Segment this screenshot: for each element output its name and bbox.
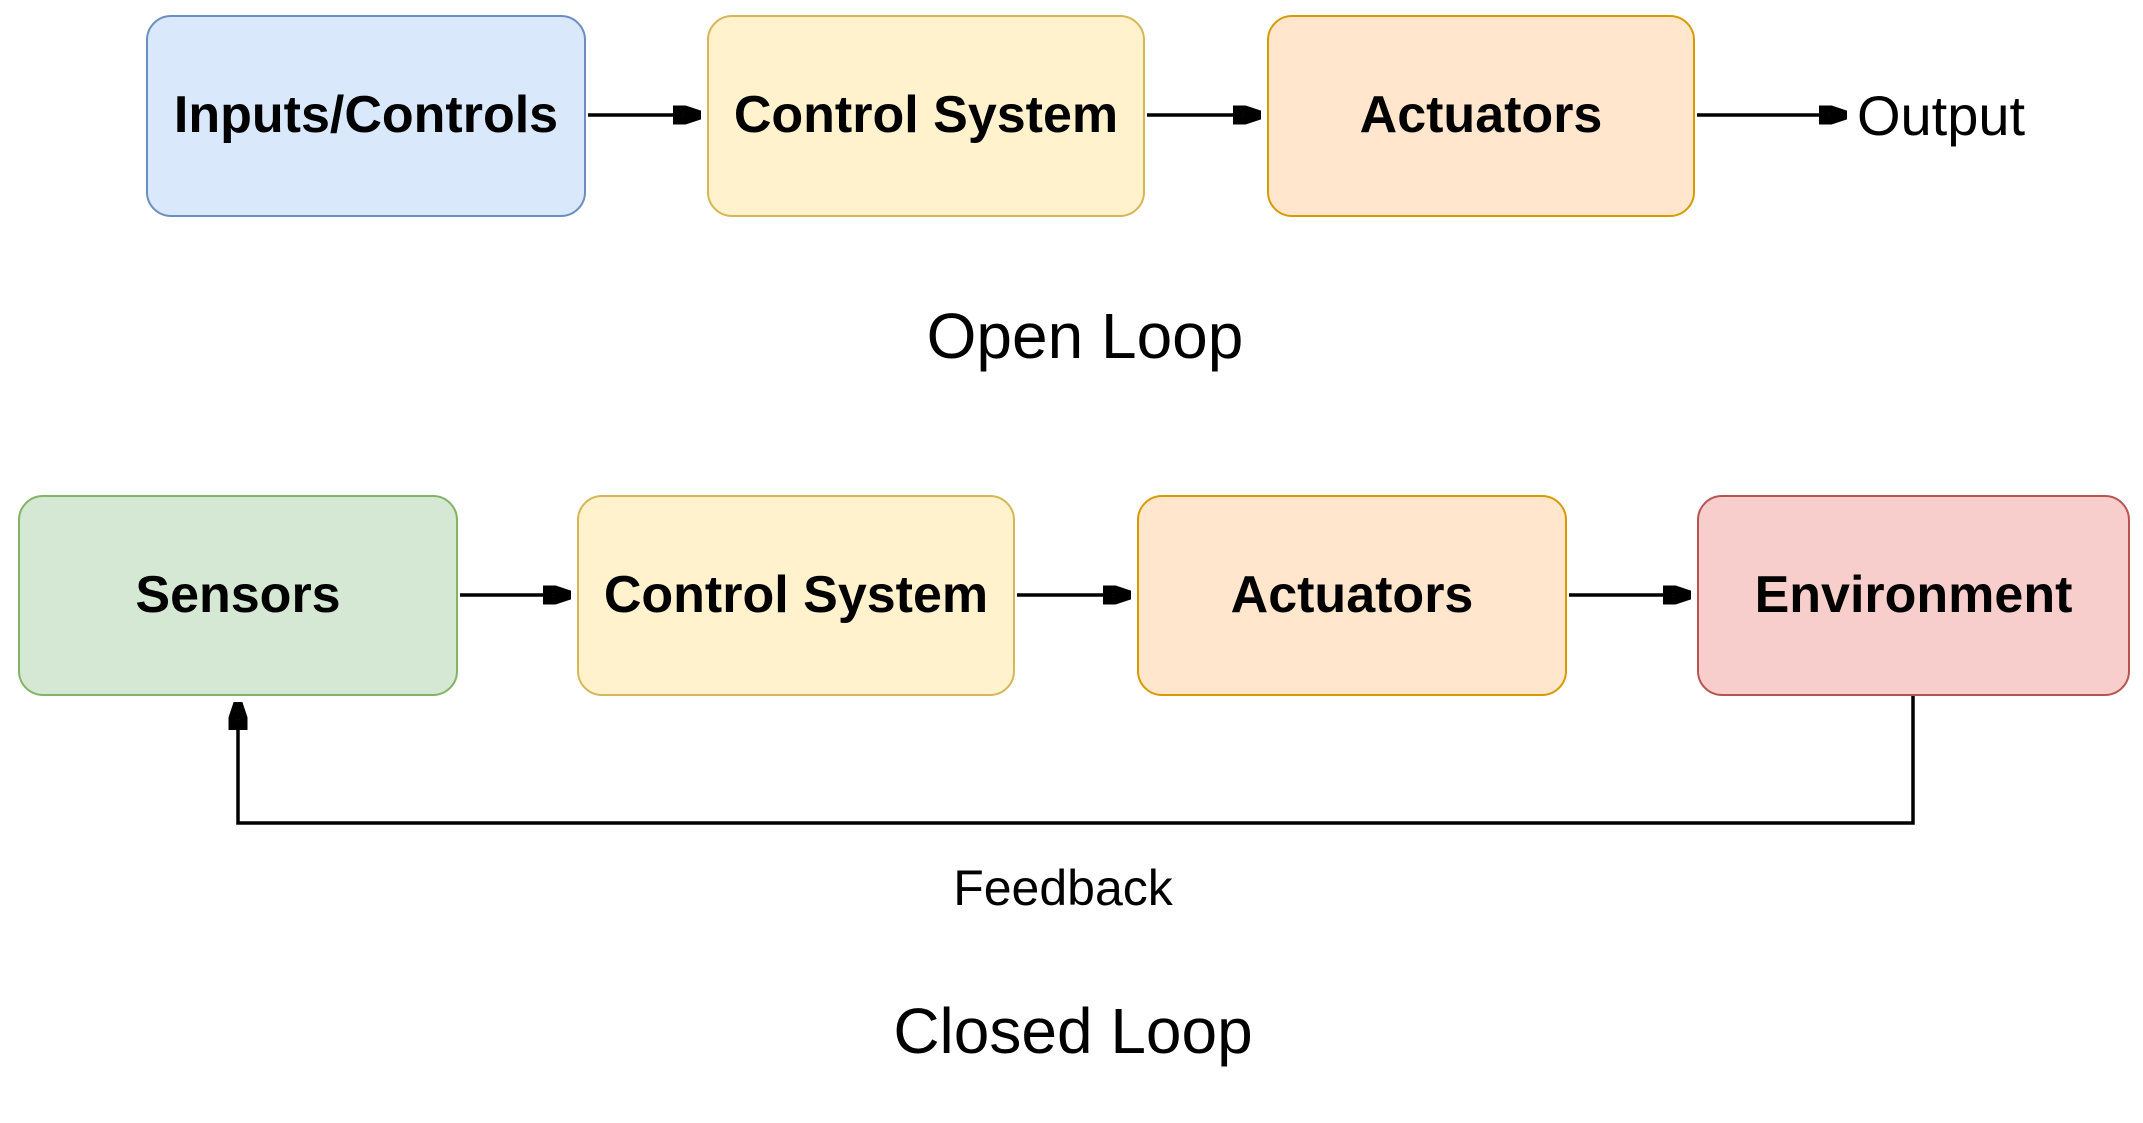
closed-loop-title: Closed Loop xyxy=(893,995,1253,1067)
node-environment: Environment xyxy=(1697,495,2130,696)
node-control-system-open: Control System xyxy=(707,15,1145,217)
node-actuators-closed-label: Actuators xyxy=(1230,565,1474,624)
node-actuators-closed: Actuators xyxy=(1137,495,1567,696)
feedback-label: Feedback xyxy=(953,860,1173,916)
node-actuators-open: Actuators xyxy=(1267,15,1695,217)
node-control-system-closed-label: Control System xyxy=(603,565,989,624)
node-inputs-controls: Inputs/Controls xyxy=(146,15,586,217)
node-environment-label: Environment xyxy=(1754,565,2073,624)
node-control-system-open-label: Control System xyxy=(733,86,1119,145)
node-control-system-closed: Control System xyxy=(577,495,1015,696)
node-inputs-controls-label: Inputs/Controls xyxy=(173,86,559,145)
open-loop-title: Open Loop xyxy=(926,300,1244,372)
node-sensors: Sensors xyxy=(18,495,458,696)
feedback-loop-connector xyxy=(238,696,1915,825)
node-sensors-label: Sensors xyxy=(135,565,341,624)
node-actuators-open-label: Actuators xyxy=(1359,86,1603,145)
output-label: Output xyxy=(1856,84,2026,147)
